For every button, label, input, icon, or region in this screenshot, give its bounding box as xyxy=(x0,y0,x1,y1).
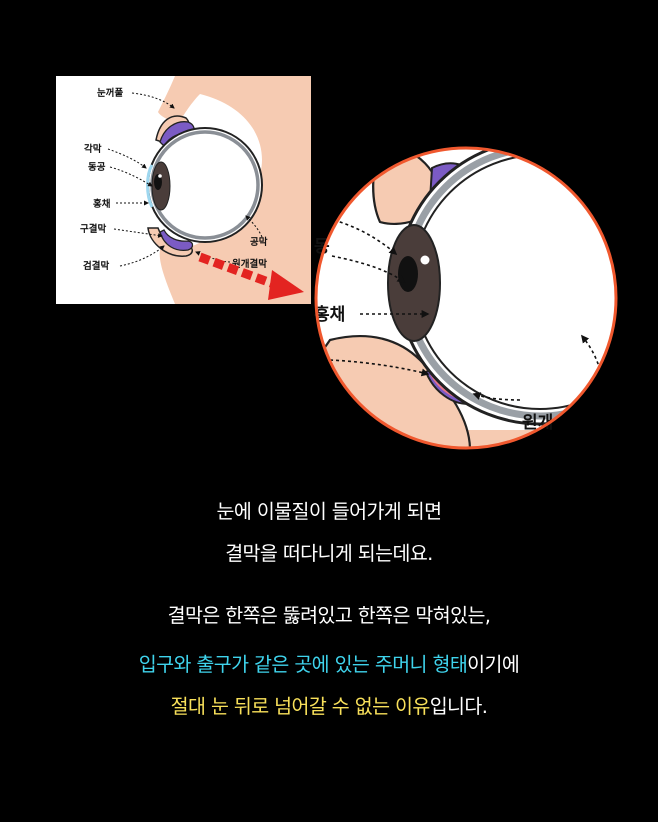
highlight-reason: 이유 xyxy=(395,695,430,718)
label-palpebral: 검결막 xyxy=(83,260,109,272)
caption-p2-line2: 입구와 출구가 같은 곳에 있는 주머니 형태이기에 xyxy=(0,648,658,677)
caption-p2-line1: 결막은 한쪽은 뚫려있고 한쪽은 막혀있는, xyxy=(0,599,658,628)
caption-p2-line3: 절대 눈 뒤로 넘어갈 수 없는 이유입니다. xyxy=(0,690,658,719)
highlight-pouch-shape: 입구와 출구가 같은 곳에 있는 주머니 형태 xyxy=(139,653,467,676)
eye-anatomy-diagram: 눈꺼풀 각막 동공 홍채 구결막 검결막 공막 원개결막 xyxy=(0,0,658,470)
label-sclera: 공막 xyxy=(250,236,268,248)
caption-p2-line2-rest: 이기에 xyxy=(467,653,519,676)
label-pupil: 동공 xyxy=(88,162,106,173)
highlight-cannot-pass: 절대 눈 뒤로 넘어갈 수 없는 xyxy=(171,695,395,718)
label-cornea: 각막 xyxy=(84,143,102,155)
caption-p2-line3-rest: 입니다. xyxy=(430,695,488,718)
label-iris: 홍채 xyxy=(93,198,110,210)
caption-p1-line1: 눈에 이물질이 들어가게 되면 xyxy=(0,495,658,524)
label-fornix: 구결막 xyxy=(80,223,106,235)
small-eye-panel: 눈꺼풀 각막 동공 홍채 구결막 검결막 공막 원개결막 xyxy=(56,76,311,304)
caption-p1-line2: 결막을 떠다니게 되는데요. xyxy=(0,537,658,566)
label-eyelid: 눈꺼풀 xyxy=(97,87,123,99)
zoom-circle: 동 홍채 원개 xyxy=(300,140,658,470)
